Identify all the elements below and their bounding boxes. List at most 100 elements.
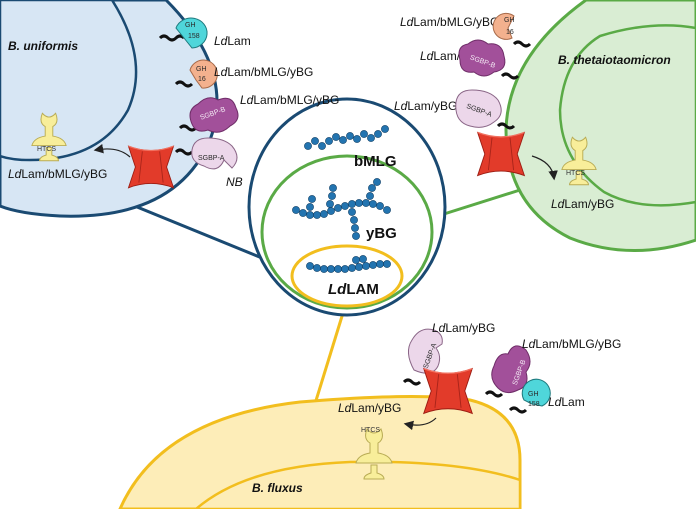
- theta-substrate-1-ld: Ld: [400, 15, 414, 29]
- fluxus-linker-3: [508, 406, 528, 414]
- fluxus-htcs-substrate-rest: Lam/yBG: [351, 401, 401, 415]
- ldlam-label-suffix: LAM: [346, 281, 379, 298]
- uniformis-nb-label: NB: [226, 175, 243, 189]
- theta-sgbp-b-domain: SGBP-B: [458, 39, 506, 77]
- fluxus-gh158-text-1: GH: [528, 391, 539, 398]
- uniformis-linker-3: [178, 124, 198, 132]
- fluxus-substrate-2-rest: Lam/bMLG/yBG: [535, 337, 621, 351]
- fluxus-sgbp-b-domain: SGBP-B: [491, 345, 531, 394]
- ybg-label: yBG: [366, 225, 397, 242]
- ldlam-label-prefix: Ld: [328, 281, 347, 298]
- uniformis-gh158-text-2: 158: [188, 33, 200, 40]
- theta-protein-row-1: LdLam/bMLG/yBG GH 16: [400, 12, 532, 48]
- theta-linker-3: [496, 122, 516, 130]
- uniformis-substrate-3-rest: Lam/bMLG/yBG: [253, 93, 339, 107]
- theta-substrate-1-rest: Lam/bMLG/yBG: [413, 15, 499, 29]
- fluxus-import-arrow: [403, 417, 437, 431]
- uniformis-gh158-domain: GH 158: [175, 17, 208, 49]
- uniformis-linker-4: [174, 148, 194, 156]
- fluxus-gh158-domain: GH 158: [521, 378, 551, 408]
- uniformis-linker-2: [174, 80, 194, 88]
- uniformis-substrate-1: LdLam: [214, 34, 251, 48]
- fluxus-htcs-substrate-ld: Ld: [338, 401, 352, 415]
- theta-import-arrow: [531, 155, 558, 181]
- fluxus-gh158-text-2: 158: [528, 401, 540, 408]
- uniformis-htcs-substrate-rest: Lam/bMLG/yBG: [21, 167, 107, 181]
- ldlam-chain: [306, 255, 391, 273]
- uniformis-gh158-text-1: GH: [185, 22, 196, 29]
- theta-protein-row-3: LdLam/yBG SGBP-A: [394, 89, 516, 130]
- b-uniformis-label: B. uniformis: [8, 39, 78, 53]
- uniformis-protein-row-1: GH 158 LdLam: [158, 17, 251, 49]
- uniformis-substrate-1-rest: Lam: [227, 34, 250, 48]
- fluxus-substrate-3-ld: Ld: [548, 395, 562, 409]
- theta-htcs-substrate: LdLam/yBG: [551, 197, 614, 211]
- theta-gh16-text-2: 16: [506, 29, 514, 36]
- ldlam-label: LdLAM: [328, 281, 379, 298]
- theta-sgbp-a-domain: SGBP-A: [455, 89, 502, 128]
- theta-linker-2: [500, 72, 520, 80]
- b-thetaiotaomicron-cell: [504, 0, 696, 252]
- fluxus-sgbp-a-domain: SGBP-A: [408, 328, 443, 374]
- fluxus-transporter: [423, 367, 473, 415]
- uniformis-substrate-2: LdLam/bMLG/yBG: [214, 65, 313, 79]
- uniformis-transporter: [127, 145, 175, 189]
- theta-substrate-3: LdLam/yBG: [394, 99, 457, 113]
- bmlg-chain: [304, 125, 389, 150]
- b-thetaiotaomicron-label: B. thetaiotaomicron: [558, 53, 671, 67]
- glycan-panel: [247, 97, 447, 317]
- theta-transporter: [476, 131, 526, 177]
- theta-htcs-substrate-rest: Lam/yBG: [564, 197, 614, 211]
- uniformis-htcs-substrate: LdLam/bMLG/yBG: [8, 167, 107, 181]
- fluxus-substrate-1-ld: Ld: [432, 321, 446, 335]
- fluxus-protein-row-3: GH 158 LdLam: [508, 378, 585, 414]
- uniformis-import-arrow: [93, 143, 131, 158]
- theta-htcs-substrate-ld: Ld: [551, 197, 565, 211]
- uniformis-substrate-3: LdLam/bMLG/yBG: [240, 93, 339, 107]
- theta-substrate-3-rest: Lam/yBG: [407, 99, 457, 113]
- fluxus-linker-2: [484, 390, 504, 398]
- connector-uniformis: [119, 198, 263, 260]
- fluxus-htcs: HTCS: [355, 427, 393, 480]
- fluxus-substrate-3-rest: Lam: [561, 395, 584, 409]
- fluxus-substrate-2-ld: Ld: [522, 337, 536, 351]
- theta-substrate-3-ld: Ld: [394, 99, 408, 113]
- theta-htcs: HTCS: [561, 136, 597, 186]
- fluxus-protein-row-2: SGBP-B LdLam/bMLG/yBG: [484, 337, 621, 398]
- ybg-chain: [292, 178, 391, 240]
- uniformis-substrate-1-ld: Ld: [214, 34, 228, 48]
- fluxus-substrate-1: LdLam/yBG: [432, 321, 495, 335]
- fluxus-htcs-substrate: LdLam/yBG: [338, 401, 401, 415]
- uniformis-sgbp-b-domain: SGBP-B: [189, 97, 239, 133]
- theta-substrate-2-ld: Ld: [420, 49, 434, 63]
- uniformis-protein-row-2: GH 16 LdLam/bMLG/yBG: [174, 59, 313, 89]
- uniformis-htcs-text: HTCS: [37, 146, 56, 153]
- bmlg-label: bMLG: [354, 153, 397, 170]
- fluxus-htcs-text: HTCS: [361, 427, 380, 434]
- theta-htcs-text: HTCS: [566, 170, 585, 177]
- fluxus-linker-1: [402, 378, 422, 386]
- fluxus-substrate-2: LdLam/bMLG/yBG: [522, 337, 621, 351]
- theta-substrate-1: LdLam/bMLG/yBG: [400, 15, 499, 29]
- fluxus-substrate-1-rest: Lam/yBG: [445, 321, 495, 335]
- theta-gh16-text-1: GH: [504, 17, 515, 24]
- b-fluxus-cell: [118, 394, 522, 509]
- b-fluxus-label: B. fluxus: [252, 481, 303, 495]
- theta-gh16-domain: GH 16: [492, 12, 515, 40]
- uniformis-htcs-substrate-ld: Ld: [8, 167, 22, 181]
- fluxus-protein-row-1: SGBP-A LdLam/yBG: [402, 321, 495, 386]
- uniformis-substrate-2-ld: Ld: [214, 65, 228, 79]
- theta-protein-row-2: LdLam/yBG SGBP-B: [420, 39, 520, 80]
- uniformis-sgbp-a-domain: SGBP-A: [191, 137, 238, 170]
- uniformis-htcs: HTCS: [31, 112, 67, 162]
- uniformis-protein-row-3: SGBP-B LdLam/bMLG/yBG: [178, 93, 339, 133]
- fluxus-substrate-3: LdLam: [548, 395, 585, 409]
- uniformis-protein-row-4: SGBP-A NB: [174, 137, 243, 189]
- uniformis-gh16-text-2: 16: [198, 76, 206, 83]
- theta-linker-1: [512, 40, 532, 48]
- uniformis-substrate-3-ld: Ld: [240, 93, 254, 107]
- uniformis-linker-1: [158, 34, 186, 42]
- uniformis-substrate-2-rest: Lam/bMLG/yBG: [227, 65, 313, 79]
